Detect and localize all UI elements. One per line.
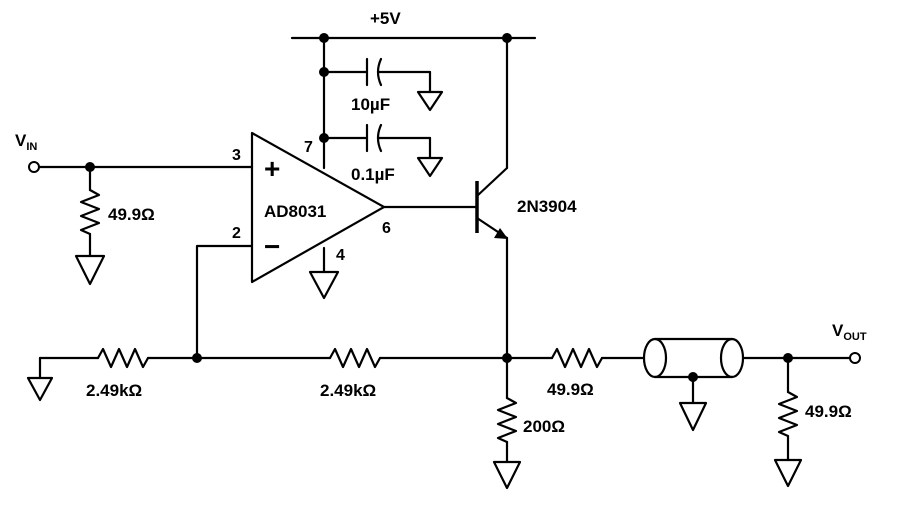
resistor-feedback-label: 2.49kΩ	[320, 381, 376, 400]
coax-cable	[642, 337, 745, 432]
resistor-load	[773, 356, 803, 488]
supply-rail	[290, 33, 537, 43]
resistor-emitter-label: 200Ω	[523, 417, 565, 436]
opamp-plus-sign: +	[264, 153, 280, 184]
resistor-gain-ground-label: 2.49kΩ	[86, 381, 142, 400]
resistor-load-label: 49.9Ω	[805, 402, 852, 421]
pin-3-label: 3	[232, 147, 241, 164]
pin-4-label: 4	[336, 247, 345, 264]
resistor-input-termination-label: 49.9Ω	[108, 205, 155, 224]
capacitor-10uf	[322, 57, 444, 112]
opamp-vminus-ground	[308, 246, 340, 300]
resistor-feedback	[328, 347, 382, 369]
vout-terminal	[849, 352, 861, 364]
pin-2-label: 2	[232, 225, 241, 242]
supply-label: +5V	[370, 9, 401, 28]
resistor-series	[550, 347, 604, 369]
opamp-minus-sign: −	[264, 231, 280, 262]
vin-label: VIN	[15, 131, 37, 153]
pin-7-label: 7	[304, 139, 313, 156]
resistor-gain-ground	[96, 347, 150, 369]
transistor-2n3904	[382, 36, 509, 360]
resistor-series-label: 49.9Ω	[547, 380, 594, 399]
vout-label: VOUT	[832, 321, 867, 343]
vin-terminal	[28, 161, 40, 173]
resistor-input-termination	[74, 165, 106, 286]
capacitor-0-1uf-label: 0.1µF	[351, 165, 395, 184]
capacitor-0-1uf	[322, 123, 444, 178]
opamp-ad8031	[250, 131, 386, 284]
capacitor-10uf-label: 10µF	[351, 95, 390, 114]
gain-ground	[26, 356, 54, 402]
resistor-emitter	[492, 356, 522, 490]
transistor-label: 2N3904	[517, 197, 577, 216]
pin-6-label: 6	[382, 220, 391, 237]
opamp-name: AD8031	[264, 202, 326, 221]
inverting-feedback-wire	[195, 244, 254, 360]
